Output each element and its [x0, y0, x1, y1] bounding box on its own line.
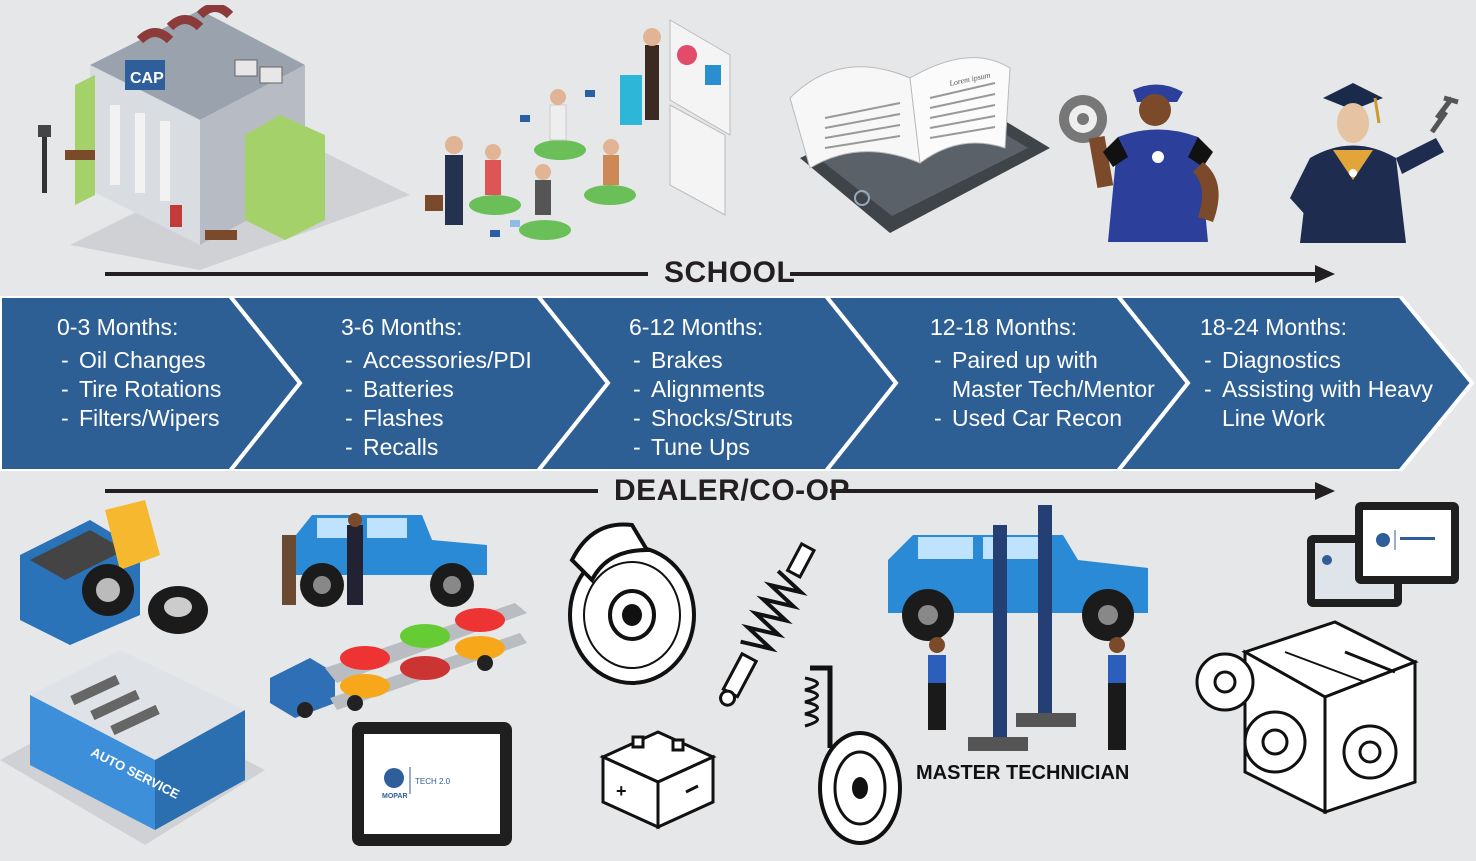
school-arrow [105, 265, 1335, 283]
phase-title: 0-3 Months: [57, 314, 179, 340]
jeep-lift-illustration [888, 505, 1148, 751]
phase-title: 3-6 Months: [341, 314, 463, 340]
shock-absorber-illustration [719, 541, 817, 707]
phase-item: Diagnostics [1200, 346, 1440, 375]
tablet-brand: MOPAR [382, 793, 408, 800]
phase-item: Filters/Wipers [57, 404, 257, 433]
phase-item: Flashes [341, 404, 561, 433]
car-carrier-truck-illustration [270, 603, 527, 718]
brake-rotor-illustration [568, 522, 696, 685]
phase-18-24-months: 18-24 Months: Diagnostics Assisting with… [1200, 313, 1440, 433]
phase-item: Batteries [341, 375, 561, 404]
tablet-product: TECH 2.0 [415, 777, 451, 786]
phase-0-3-months: 0-3 Months: Oil Changes Tire Rotations F… [57, 313, 257, 433]
school-building-illustration: CAP [38, 5, 410, 270]
master-technician-caption: MASTER TECHNICIAN [916, 762, 1130, 784]
phase-title: 6-12 Months: [629, 314, 764, 340]
phase-6-12-months: 6-12 Months: Brakes Alignments Shocks/St… [629, 313, 829, 462]
phase-item: Oil Changes [57, 346, 257, 375]
phase-item: Alignments [629, 375, 829, 404]
wi-tech-tablet-illustration: MOPAR TECH 2.0 [352, 722, 512, 846]
phase-12-18-months: 12-18 Months: Paired up with Master Tech… [930, 313, 1160, 433]
phase-item: Paired up with Master Tech/Mentor [930, 346, 1160, 404]
phase-item: Recalls [341, 433, 561, 462]
tire-balancer-illustration [20, 500, 208, 645]
school-label: SCHOOL [664, 256, 796, 289]
phase-item: Brakes [629, 346, 829, 375]
strut-wheel-assembly-illustration [804, 665, 902, 845]
dealer-arrow [105, 482, 1335, 500]
phase-item: Tire Rotations [57, 375, 257, 404]
svg-text:+: + [616, 781, 627, 801]
engine-illustration [1195, 620, 1419, 815]
jeep-tire-service-illustration [282, 513, 487, 607]
technician-with-disc-illustration [1059, 84, 1219, 242]
dealer-coop-label: DEALER/CO-OP [614, 474, 851, 507]
diagnostic-tablets-illustration [1307, 502, 1459, 607]
battery-illustration: + [599, 730, 717, 830]
building-sign: CAP [130, 70, 164, 87]
phase-item: Shocks/Struts [629, 404, 829, 433]
auto-service-building-illustration: AUTO SERVICE [0, 650, 265, 845]
phase-title: 18-24 Months: [1200, 314, 1348, 340]
classroom-illustration [425, 19, 731, 240]
ebook-tablet-illustration: Lorem ipsum [789, 57, 1050, 233]
graduate-with-wrench-illustration [1290, 83, 1459, 243]
phase-item: Tune Ups [629, 433, 829, 462]
phase-3-6-months: 3-6 Months: Accessories/PDI Batteries Fl… [341, 313, 561, 462]
phase-item: Assisting with Heavy Line Work [1200, 375, 1440, 433]
phase-title: 12-18 Months: [930, 314, 1078, 340]
phase-item: Used Car Recon [930, 404, 1160, 433]
phase-item: Accessories/PDI [341, 346, 561, 375]
